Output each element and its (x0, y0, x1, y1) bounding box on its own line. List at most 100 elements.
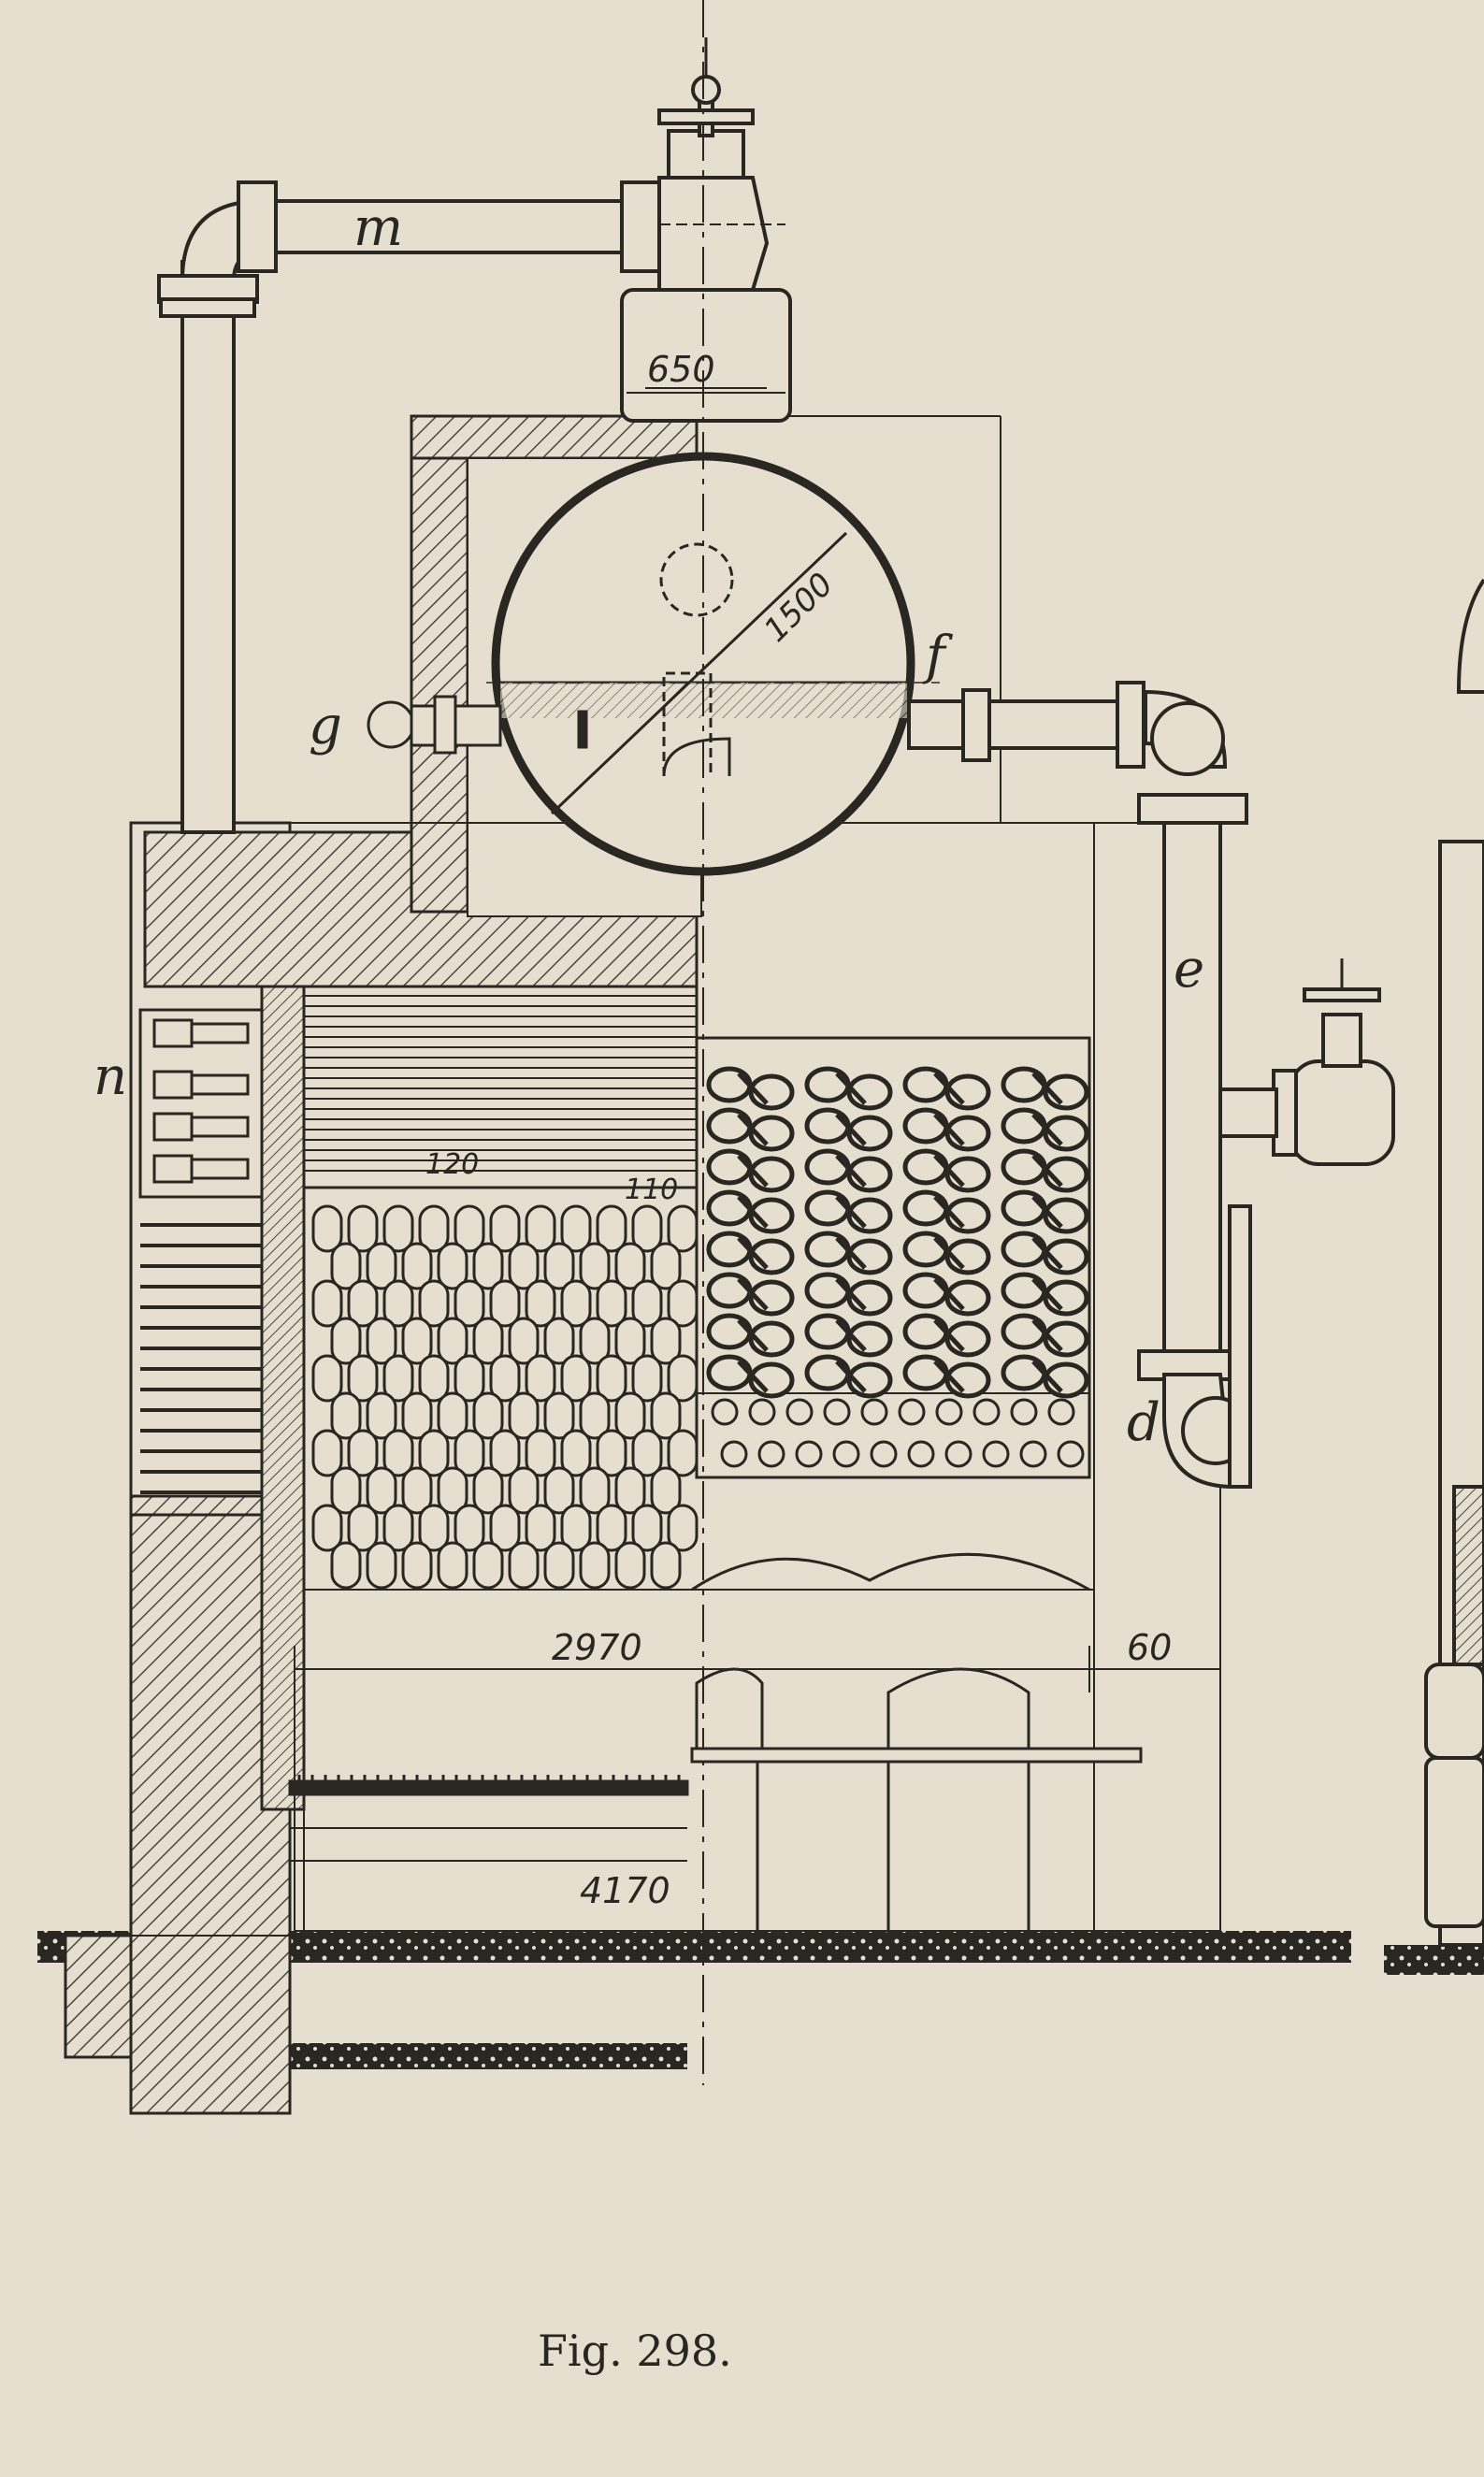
dim-label-tube-120: 120 (425, 1148, 479, 1181)
right-partial-view (1424, 578, 1484, 1947)
coil-link (737, 1360, 769, 1393)
coil-loop-left (804, 1148, 851, 1186)
coil-loop-left (706, 1189, 753, 1227)
coil-loop-left (902, 1107, 949, 1145)
vertical-tube (596, 1204, 627, 1253)
vertical-tube (401, 1541, 433, 1590)
economiser-tube (944, 1440, 973, 1468)
coil-bank (706, 1066, 1089, 1399)
right-pipe-e (907, 681, 1395, 1490)
vertical-tube (330, 1466, 362, 1515)
left-riser-pipe (180, 260, 236, 834)
coil-loop-left (1001, 1066, 1047, 1103)
coil-loop-left (902, 1313, 949, 1350)
vertical-tube (437, 1541, 468, 1590)
label-f: f (922, 626, 954, 686)
dim-label-total: 4170 (580, 1870, 670, 1911)
vertical-tube (347, 1279, 379, 1328)
vertical-tube (489, 1504, 521, 1552)
left-wall-stubs (140, 1223, 262, 1494)
vertical-tube (525, 1279, 556, 1328)
vertical-tube (508, 1242, 540, 1290)
coil-link (933, 1236, 965, 1270)
coil-loop-left (1001, 1313, 1047, 1350)
coil-link (737, 1277, 769, 1311)
vertical-tube (472, 1541, 504, 1590)
vertical-tube (366, 1541, 397, 1590)
e-elbow-ring (1150, 701, 1225, 776)
label-d: d (1127, 1392, 1160, 1453)
vertical-tube (347, 1204, 379, 1253)
economiser-tubes (711, 1398, 1085, 1468)
dim-label-right: 60 (1127, 1627, 1172, 1668)
internal-elbow (662, 737, 731, 777)
partial-valve (1424, 1663, 1484, 1760)
vertical-tube (543, 1242, 575, 1290)
coil-loop-left (804, 1354, 851, 1391)
coil-link (835, 1360, 867, 1393)
left-pit-wall (64, 1934, 133, 2059)
vertical-tube (472, 1391, 504, 1440)
coil-link (1031, 1360, 1063, 1393)
coil-loop-left (1001, 1148, 1047, 1186)
level-gauge (577, 710, 588, 749)
vertical-tube (382, 1279, 414, 1328)
vertical-tube (472, 1317, 504, 1365)
furnace-inner-wall (260, 985, 306, 1811)
coil-link (933, 1195, 965, 1229)
coil-link (737, 1318, 769, 1352)
f-stub (907, 699, 1126, 750)
coil-loop-left (804, 1066, 851, 1103)
economiser-tube (795, 1440, 823, 1468)
vertical-tube (418, 1354, 450, 1403)
vertical-tube (437, 1317, 468, 1365)
grate (288, 1779, 689, 1796)
coil-loop-left (706, 1272, 753, 1309)
coil-loop-left (1001, 1272, 1047, 1309)
vertical-tube (437, 1466, 468, 1515)
vertical-tube (579, 1466, 611, 1515)
internal-pipe-top (659, 542, 734, 617)
bridge-arch-left (695, 1667, 764, 1758)
steam-pipe-m (157, 37, 792, 834)
vertical-tube (330, 1317, 362, 1365)
coil-link (737, 1113, 769, 1146)
drum-wall-top (410, 414, 699, 460)
coil-loop-left (902, 1189, 949, 1227)
g-flange-ring (367, 700, 415, 749)
coil-loop-left (706, 1231, 753, 1268)
coil-link (835, 1318, 867, 1352)
vertical-tube (543, 1466, 575, 1515)
coil-link (933, 1277, 965, 1311)
vertical-tube (330, 1242, 362, 1290)
vertical-tube (525, 1429, 556, 1477)
foundation-pit (285, 2043, 687, 2069)
vertical-tube (543, 1541, 575, 1590)
vertical-tube (311, 1204, 343, 1253)
part-labels: m g f e n d (94, 197, 1204, 1453)
vertical-tube (650, 1317, 682, 1365)
coil-link (835, 1154, 867, 1188)
vertical-tube (437, 1242, 468, 1290)
vertical-tube (631, 1204, 663, 1253)
vertical-tube (418, 1504, 450, 1552)
coil-link (933, 1154, 965, 1188)
economiser-tube (748, 1398, 776, 1426)
vertical-tube (525, 1504, 556, 1552)
coil-link (835, 1195, 867, 1229)
drum-wall-left (410, 414, 469, 914)
vertical-tube (525, 1354, 556, 1403)
e-top-flange (1137, 793, 1248, 825)
vertical-tube (366, 1391, 397, 1440)
vertical-tube (472, 1466, 504, 1515)
coil-link (737, 1154, 769, 1188)
vertical-tube (489, 1279, 521, 1328)
vertical-tube (454, 1354, 485, 1403)
vertical-tube (418, 1204, 450, 1253)
vertical-tube (330, 1541, 362, 1590)
vertical-tube (401, 1391, 433, 1440)
ground-right (1384, 1945, 1484, 1975)
coil-loop-left (804, 1272, 851, 1309)
side-valve-pipe (1218, 1087, 1278, 1138)
vertical-tube (382, 1354, 414, 1403)
